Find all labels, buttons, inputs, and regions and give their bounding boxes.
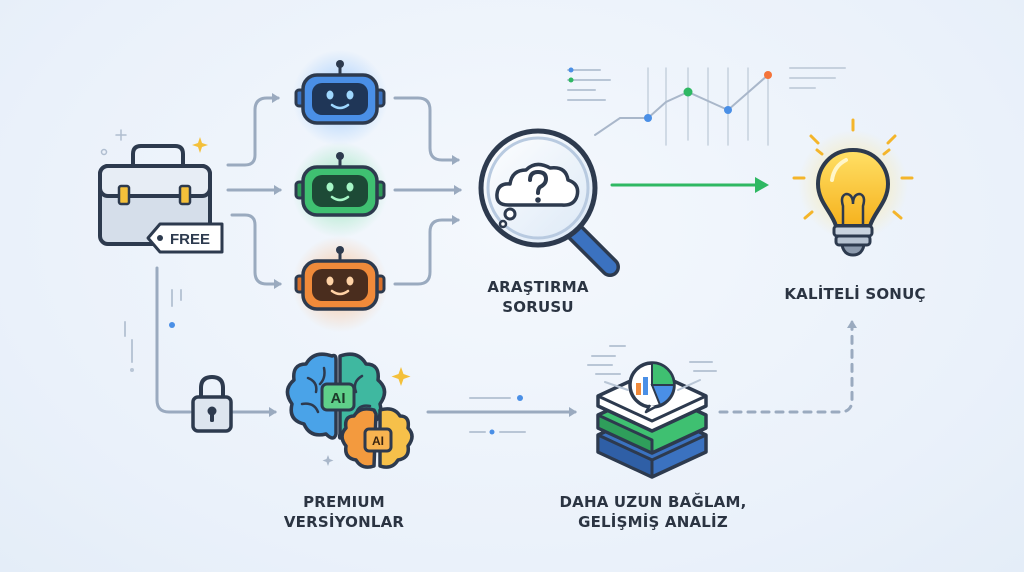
- ai-chip-text-small: AI: [372, 434, 384, 448]
- robot-green-icon: [292, 142, 388, 238]
- dashed-arrow-layers-to-bulb: [718, 320, 857, 414]
- magnifier-question-icon: [478, 128, 620, 277]
- arrow-orange-robot-to-magnifier: [393, 215, 460, 286]
- premium-versions-line-2: VERSİYONLAR: [283, 513, 405, 531]
- arrow-blue-robot-to-magnifier: [393, 96, 460, 165]
- brain-ai-icon: AI AI: [285, 352, 414, 469]
- lock-icon: [191, 374, 233, 433]
- research-question-line-2: SORUSU: [502, 298, 574, 316]
- ai-chip-text: AI: [331, 390, 346, 407]
- longer-context-label: DAHA UZUN BAĞLAM, GELİŞMİŞ ANALİZ: [548, 492, 758, 532]
- sparkle-icon: [391, 367, 411, 386]
- line-chart-decoration-icon: [567, 67, 846, 146]
- sparkle-icon: [192, 137, 208, 153]
- toolbox-icon: FREE: [98, 144, 224, 254]
- premium-versions-label: PREMIUM VERSİYONLAR: [280, 492, 408, 532]
- research-question-line-1: ARAŞTIRMA: [487, 278, 589, 296]
- connectors: [155, 93, 577, 417]
- robot-blue-icon: [292, 50, 388, 146]
- longer-context-line-2: GELİŞMİŞ ANALİZ: [578, 513, 728, 531]
- arrow-toolbox-to-orange-robot: [230, 213, 282, 289]
- layers-chart-icon: [587, 345, 717, 479]
- robot-orange-icon: [292, 236, 388, 332]
- longer-context-line-1: DAHA UZUN BAĞLAM,: [559, 493, 747, 511]
- premium-versions-line-1: PREMIUM: [303, 493, 385, 511]
- free-tag-text: FREE: [170, 231, 210, 248]
- decorations: [100, 129, 526, 466]
- quality-result-text: KALİTELİ SONUÇ: [784, 285, 926, 303]
- arrow-toolbox-to-blue-robot: [226, 93, 280, 167]
- arrow-toolbox-to-premium: [155, 266, 192, 414]
- research-question-label: ARAŞTIRMA SORUSU: [478, 277, 598, 317]
- lightbulb-icon: [792, 118, 914, 257]
- quality-result-label: KALİTELİ SONUÇ: [775, 284, 935, 304]
